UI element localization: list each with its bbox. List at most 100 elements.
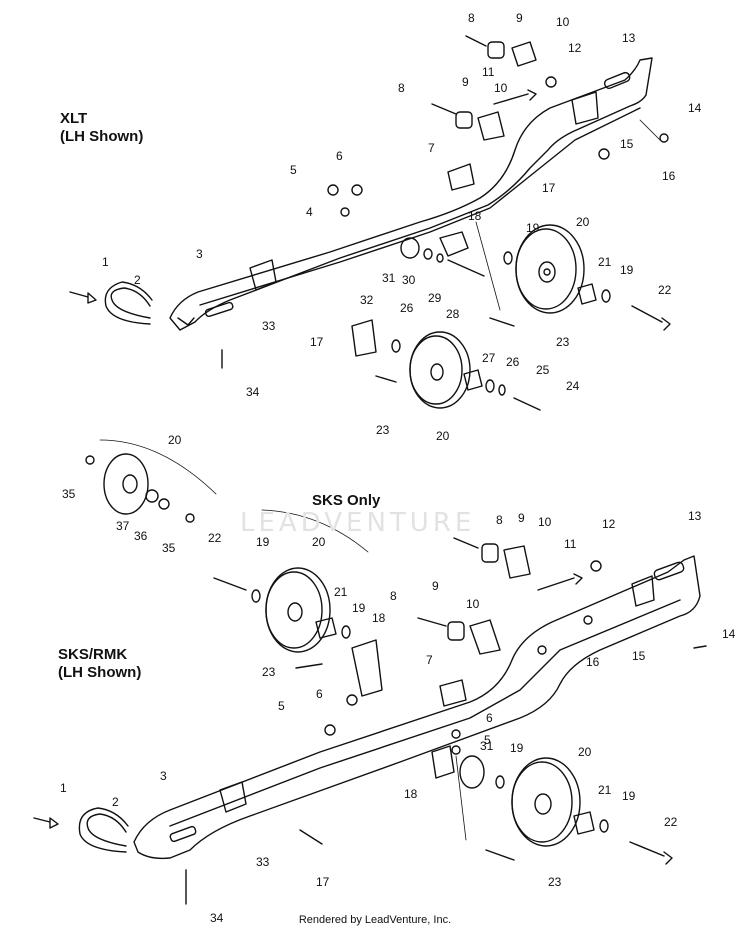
callout-b13: 13 (688, 509, 702, 523)
callout-t28: 28 (446, 307, 460, 321)
callout-b5a: 5 (278, 699, 285, 713)
callout-t18: 18 (468, 209, 482, 223)
callout-t30: 30 (402, 273, 416, 287)
callout-t16: 16 (662, 169, 676, 183)
xlt-rail-assembly (69, 35, 671, 411)
xlt-title-line1: XLT (60, 110, 88, 127)
callout-t17b: 17 (310, 335, 324, 349)
callout-b20b: 20 (312, 535, 326, 549)
sksrmk-front-hook (78, 807, 129, 853)
callout-b5b: 5 (484, 733, 491, 747)
callout-t22: 22 (658, 283, 672, 297)
callout-t20b: 20 (436, 429, 450, 443)
callout-b23b: 23 (548, 875, 562, 889)
callout-b15: 15 (632, 649, 646, 663)
callout-b6a: 6 (316, 687, 323, 701)
callout-t12: 12 (568, 41, 582, 55)
callout-b33: 33 (256, 855, 270, 869)
callout-t5: 5 (290, 163, 297, 177)
xlt-bracket (571, 91, 599, 125)
xlt-idler-wheel-rear (515, 224, 585, 314)
xlt-idler-wheel-front (409, 331, 471, 409)
callout-b21b: 21 (598, 783, 612, 797)
callout-t8b: 8 (398, 81, 405, 95)
callout-t19b: 19 (620, 263, 634, 277)
callout-t15: 15 (620, 137, 634, 151)
callout-b19b: 19 (352, 601, 366, 615)
small-wheel-assembly (85, 453, 195, 523)
callout-t25: 25 (536, 363, 550, 377)
xlt-title-line2: (LH Shown) (60, 128, 144, 145)
watermark: LEADVENTURE (240, 508, 476, 538)
callout-b6b: 6 (486, 711, 493, 725)
callout-b31: 31 (480, 739, 494, 753)
callout-b20c: 20 (578, 745, 592, 759)
callout-t9a: 9 (516, 11, 523, 25)
callout-b9b: 9 (432, 579, 439, 593)
callout-t9b: 9 (462, 75, 469, 89)
sksrmk-title-line1: SKS/RMK (58, 646, 128, 663)
callout-b8a: 8 (496, 513, 503, 527)
callout-t23b: 23 (376, 423, 390, 437)
callout-t23a: 23 (556, 335, 570, 349)
sks-only-title: SKS Only (312, 492, 381, 509)
callout-b11: 11 (564, 537, 577, 551)
callout-t20a: 20 (576, 215, 590, 229)
callout-b17: 17 (316, 875, 330, 889)
callout-t8a: 8 (468, 11, 475, 25)
callout-b20a: 20 (168, 433, 182, 447)
callout-t32: 32 (360, 293, 374, 307)
callout-t1: 1 (102, 255, 109, 269)
callout-b18b: 18 (404, 787, 418, 801)
callout-b8b: 8 (390, 589, 397, 603)
callout-b9a: 9 (518, 511, 525, 525)
callout-b22b: 22 (664, 815, 678, 829)
callout-b19d: 19 (622, 789, 636, 803)
xlt-slide-rail (169, 57, 653, 331)
sksrmk-rail-assembly (33, 439, 707, 905)
callout-b34: 34 (210, 911, 224, 925)
callout-t21: 21 (598, 255, 612, 269)
callout-b35a: 35 (62, 487, 76, 501)
callout-t24: 24 (566, 379, 580, 393)
callout-t17a: 17 (542, 181, 556, 195)
callout-t3: 3 (196, 247, 203, 261)
sksrmk-slide-rail (133, 555, 701, 860)
xlt-title: XLT (LH Shown) (60, 110, 143, 146)
callout-t11: 11 (482, 65, 495, 79)
sksrmk-title: SKS/RMK (LH Shown) (58, 646, 141, 682)
callout-t27: 27 (482, 351, 496, 365)
callout-b18a: 18 (372, 611, 386, 625)
callout-t26a: 26 (400, 301, 414, 315)
callout-t31: 31 (382, 271, 396, 285)
callout-b35b: 35 (162, 541, 176, 555)
callout-b16: 16 (586, 655, 600, 669)
callout-b3: 3 (160, 769, 167, 783)
callout-b22a: 22 (208, 531, 222, 545)
callout-b23a: 23 (262, 665, 276, 679)
callout-b10b: 10 (466, 597, 480, 611)
callout-t10a: 10 (556, 15, 570, 29)
callout-t2: 2 (134, 273, 141, 287)
sksrmk-title-line2: (LH Shown) (58, 664, 142, 681)
callout-b7: 7 (426, 653, 433, 667)
xlt-front-hook (104, 281, 153, 325)
footer-credit: Rendered by LeadVenture, Inc. (298, 914, 452, 926)
callout-b12: 12 (602, 517, 616, 531)
callout-t19a: 19 (526, 221, 540, 235)
sksrmk-idler-wheel-rear (511, 757, 581, 847)
callout-b21a: 21 (334, 585, 348, 599)
callout-b37: 37 (116, 519, 130, 533)
sks-idler-wheel (265, 567, 331, 653)
callout-b19c: 19 (510, 741, 524, 755)
callout-t10b: 10 (494, 81, 508, 95)
callout-t26b: 26 (506, 355, 520, 369)
callout-t13: 13 (622, 31, 636, 45)
callout-b2: 2 (112, 795, 119, 809)
callout-t14: 14 (688, 101, 702, 115)
callout-b1: 1 (60, 781, 67, 795)
callout-t4: 4 (306, 205, 313, 219)
